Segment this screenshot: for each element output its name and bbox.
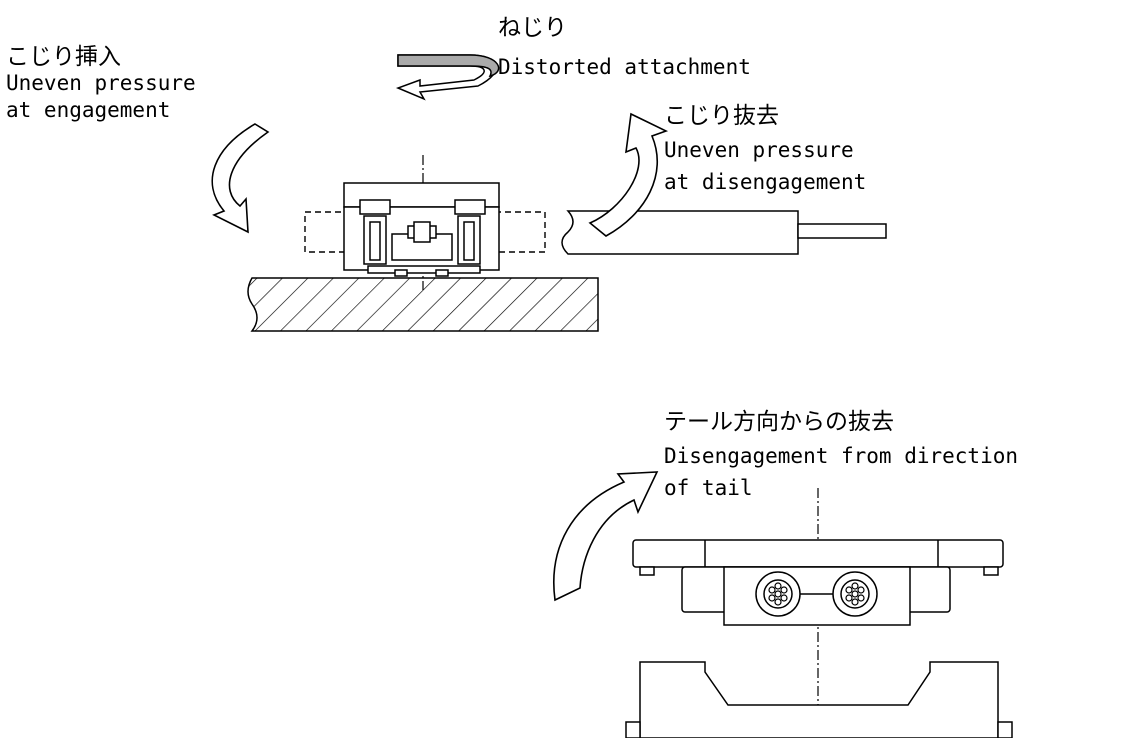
nejiri-jp: ねじり	[498, 15, 567, 41]
insertion-rotation-arrow	[211, 123, 270, 234]
receptacle-connector	[343, 182, 500, 277]
extraction-rotation-arrow	[588, 112, 669, 237]
tail-extract-en-line1: Disengagement from direction	[664, 444, 1019, 468]
kojiri-insert-en-line2: at engagement	[6, 98, 171, 122]
tail-extract-jp: テール方向からの抜去	[664, 409, 894, 435]
cable-strands	[768, 582, 865, 606]
kojiri-extract-en-line2: at disengagement	[664, 170, 867, 194]
nejiri-en: Distorted attachment	[498, 55, 751, 79]
kojiri-insert-jp: こじり挿入	[6, 44, 121, 70]
tail-rotation-arrow	[553, 471, 659, 602]
receptacle-top-view	[625, 661, 1013, 738]
tail-extract-en-line2: of tail	[664, 476, 753, 500]
kojiri-extract-en-line1: Uneven pressure	[664, 138, 854, 162]
plug-top-view	[632, 539, 1004, 626]
pcb-board	[247, 277, 599, 332]
kojiri-extract-jp: こじり抜去	[664, 103, 779, 129]
twist-arrow-icon	[395, 54, 500, 101]
kojiri-insert-en-line1: Uneven pressure	[6, 71, 196, 95]
